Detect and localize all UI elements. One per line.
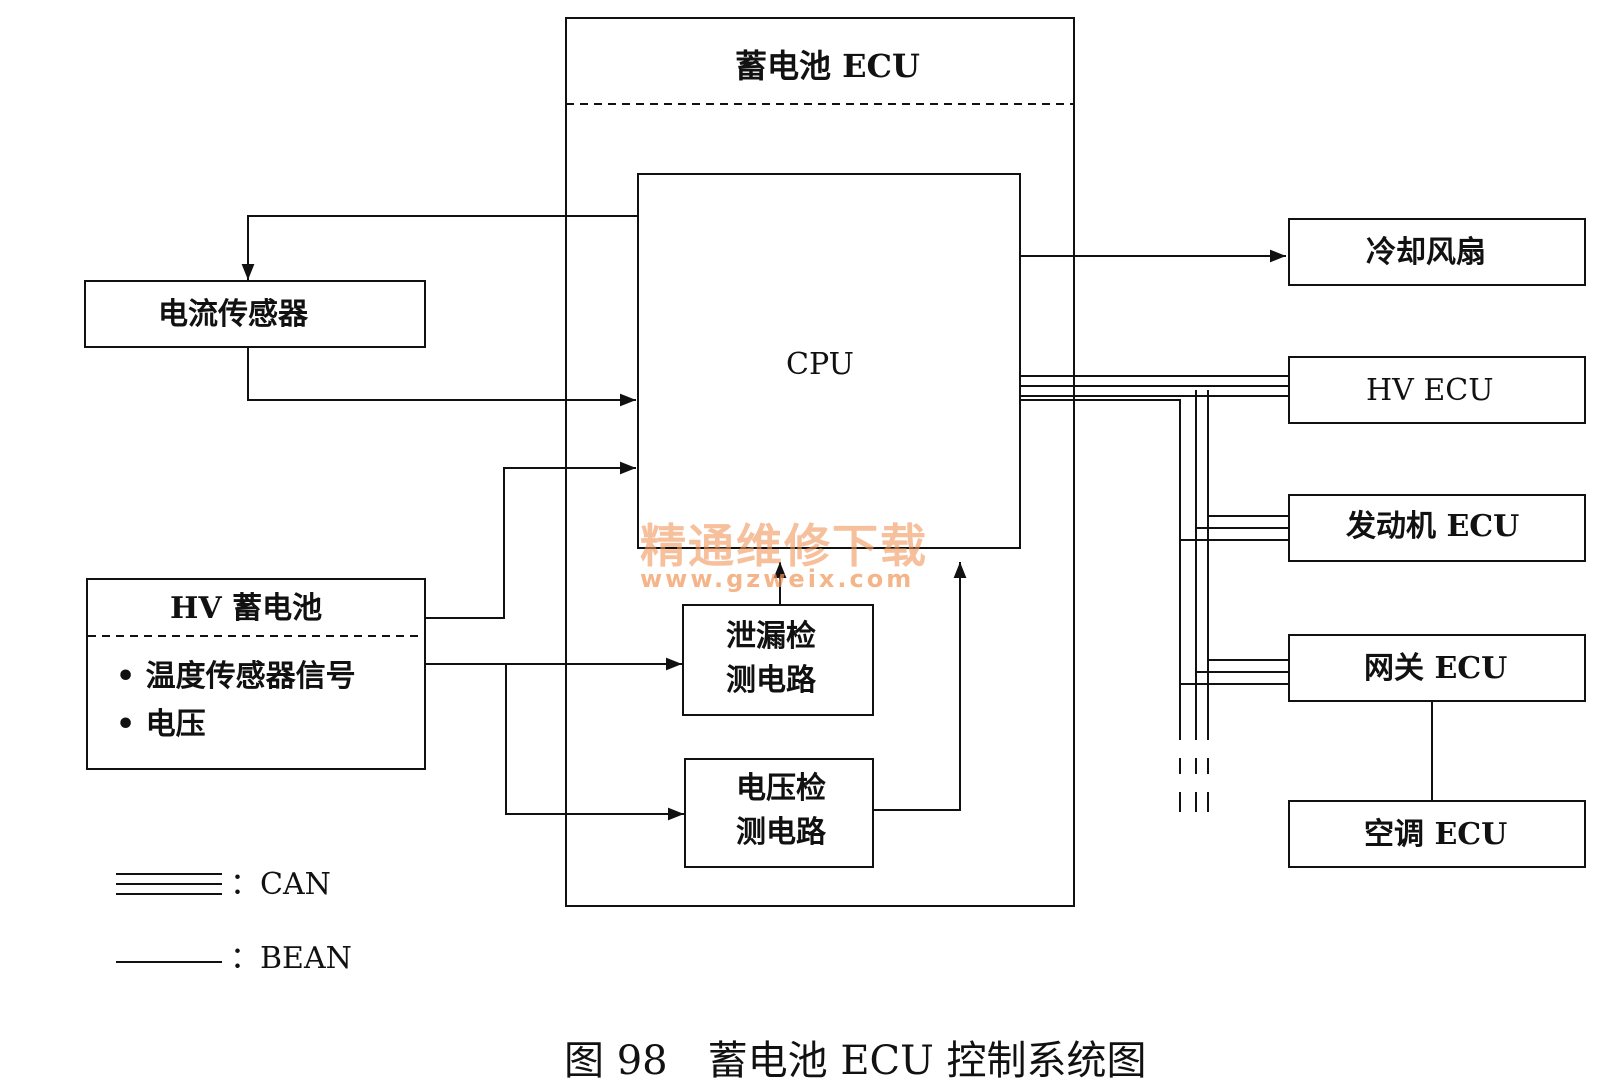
voltage-circuit-box [684, 758, 874, 868]
hv-ecu-label: HV ECU [1366, 373, 1494, 408]
ac-ecu-box [1288, 800, 1586, 868]
engine-ecu-box [1288, 494, 1586, 562]
cooling-fan-box [1288, 218, 1586, 286]
hv-battery-to-voltage-line [505, 664, 684, 821]
gateway-ecu-label: 网关 ECU [1364, 651, 1508, 686]
hv-battery-item-voltage: • 电压 [116, 707, 206, 742]
voltage-to-cpu-line [872, 562, 967, 811]
voltage-circuit-line1: 电压检 [736, 771, 826, 806]
cooling-fan-label: 冷却风扇 [1366, 235, 1486, 270]
leak-circuit-line1: 泄漏检 [726, 619, 816, 654]
battery-ecu-box [565, 17, 1075, 907]
cpu-label: CPU [786, 347, 854, 382]
hv-battery-box [86, 578, 426, 770]
current-sensor-label: 电流传感器 [158, 297, 308, 332]
figure-caption: 图 98 蓄电池 ECU 控制系统图 [564, 1038, 1147, 1084]
cpu-box [637, 173, 1021, 549]
voltage-circuit-line2: 测电路 [736, 815, 826, 850]
current-sensor-box [84, 280, 426, 348]
engine-ecu-label: 发动机 ECU [1346, 509, 1520, 544]
leak-circuit-line2: 测电路 [726, 663, 816, 698]
hv-ecu-box [1288, 356, 1586, 424]
watermark-title: 精通维修下载 [640, 519, 928, 573]
hv-battery-item-temp: • 温度传感器信号 [116, 659, 356, 694]
legend-bean-label: ：BEAN [230, 941, 352, 976]
cpu-to-current-sensor-line [241, 215, 638, 280]
hv-battery-to-cpu-line [426, 461, 636, 619]
hv-battery-title: HV 蓄电池 [170, 591, 323, 626]
leak-circuit-box [682, 604, 874, 716]
legend-can-label: ：CAN [230, 867, 331, 902]
ac-ecu-label: 空调 ECU [1364, 817, 1508, 852]
current-sensor-to-cpu-line [247, 348, 636, 407]
ecu-title: 蓄电池 ECU [735, 47, 920, 85]
watermark-url: www.gzweix.com [640, 565, 915, 593]
bean-bus-line-1 [1020, 399, 1181, 740]
gateway-ecu-box [1288, 634, 1586, 702]
